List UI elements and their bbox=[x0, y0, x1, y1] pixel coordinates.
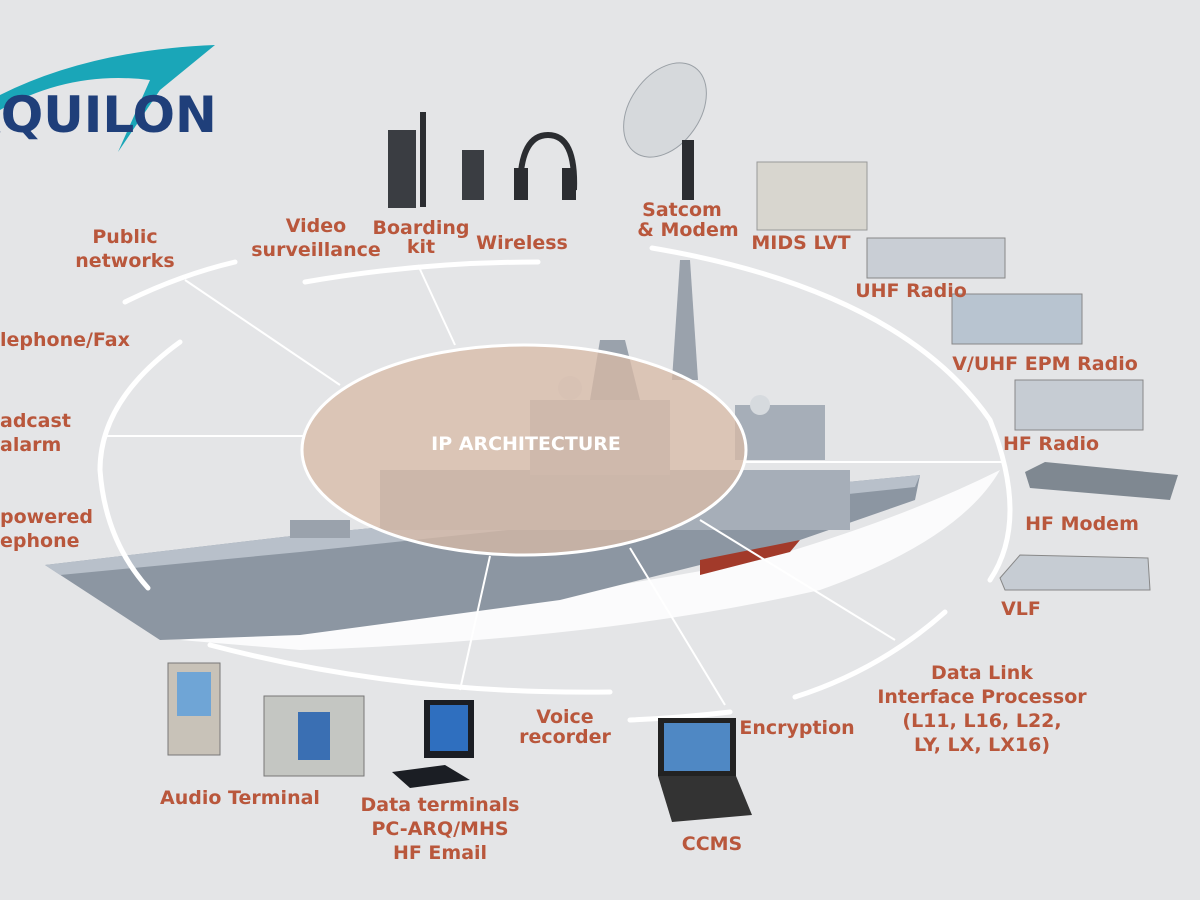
svg-text:alarm: alarm bbox=[0, 434, 61, 456]
headset-image bbox=[517, 131, 578, 191]
center-label: IP ARCHITECTURE bbox=[431, 433, 621, 455]
label-encryption: Encryption bbox=[739, 717, 854, 739]
svg-text:ephone: ephone bbox=[0, 530, 79, 552]
label-telephone-fax: lephone/Fax bbox=[0, 329, 130, 351]
svg-text:PC-ARQ/MHS: PC-ARQ/MHS bbox=[371, 818, 508, 840]
svg-text:Video: Video bbox=[286, 215, 346, 237]
label-hf-radio: HF Radio bbox=[1003, 433, 1099, 455]
svg-text:powered: powered bbox=[0, 506, 93, 528]
connection-spokes bbox=[105, 264, 1005, 706]
svg-text:adcast: adcast bbox=[0, 410, 71, 432]
uhf-radio-image bbox=[866, 237, 1006, 279]
svg-text:Public: Public bbox=[92, 226, 157, 248]
label-vlf: VLF bbox=[1001, 598, 1041, 620]
svg-text:AQUILON: AQUILON bbox=[0, 86, 217, 144]
svg-text:surveillance: surveillance bbox=[251, 239, 381, 261]
label-uhf-radio: UHF Radio bbox=[855, 280, 967, 302]
equipment-images bbox=[167, 62, 1178, 822]
mids-lvt-image bbox=[756, 161, 868, 231]
svg-text:(L11, L16, L22,: (L11, L16, L22, bbox=[902, 710, 1061, 732]
svg-text:kit: kit bbox=[407, 236, 435, 258]
ip-architecture-core bbox=[300, 343, 748, 557]
svg-text:recorder: recorder bbox=[519, 726, 611, 748]
svg-text:Data Link: Data Link bbox=[931, 662, 1033, 684]
svg-text:& Modem: & Modem bbox=[637, 219, 738, 241]
hf-radio-image bbox=[1014, 379, 1144, 431]
label-ccms: CCMS bbox=[682, 833, 742, 855]
label-vuhf-epm-radio: V/UHF EPM Radio bbox=[952, 353, 1138, 375]
boarding-kit-radio-image bbox=[388, 130, 416, 208]
svg-text:Data terminals: Data terminals bbox=[361, 794, 520, 816]
connection-ring bbox=[97, 245, 1013, 723]
satcom-dish-image bbox=[623, 62, 707, 158]
svg-text:Boarding: Boarding bbox=[373, 217, 470, 239]
vuhf-radio-image bbox=[951, 293, 1083, 345]
hf-modem-image bbox=[1025, 462, 1178, 500]
label-mids-lvt: MIDS LVT bbox=[751, 232, 850, 254]
svg-text:LY, LX, LX16): LY, LX, LX16) bbox=[914, 734, 1050, 756]
label-satcom: Satcom& Modem bbox=[637, 199, 738, 241]
svg-text:Satcom: Satcom bbox=[642, 199, 722, 221]
svg-text:Voice: Voice bbox=[536, 706, 593, 728]
svg-text:Interface Processor: Interface Processor bbox=[877, 686, 1087, 708]
label-audio-terminal: Audio Terminal bbox=[160, 787, 320, 809]
vlf-image bbox=[999, 554, 1151, 591]
svg-text:HF Email: HF Email bbox=[393, 842, 487, 864]
wireless-handset-image bbox=[462, 150, 484, 200]
label-hf-modem: HF Modem bbox=[1025, 513, 1139, 535]
svg-text:networks: networks bbox=[75, 250, 174, 272]
aquilon-logo: AQUILON bbox=[0, 45, 217, 152]
label-wireless: Wireless bbox=[476, 232, 568, 254]
